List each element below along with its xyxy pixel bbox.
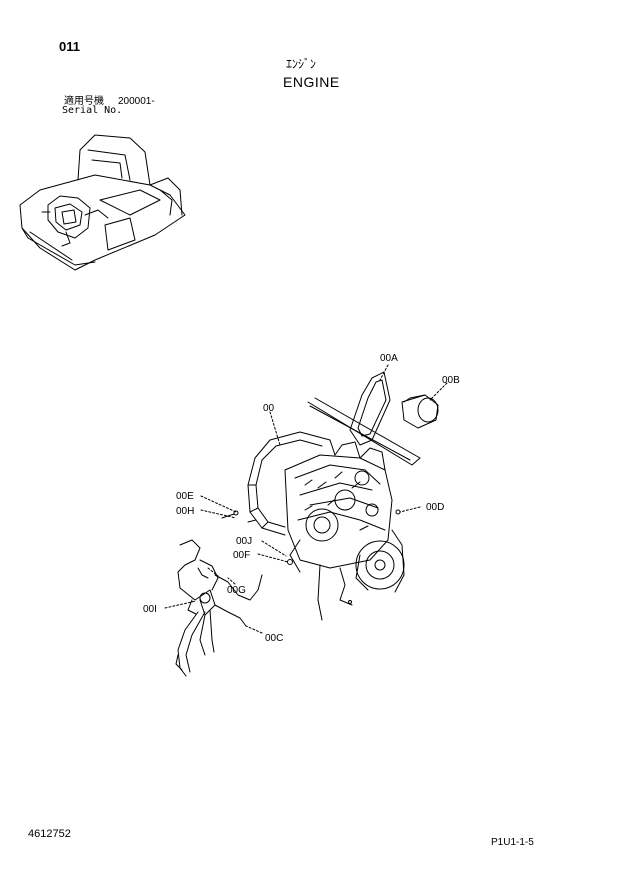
callout-00: 00 <box>263 403 275 414</box>
callout-labels: 00A 00B 00 00E 00H 00D 00J 00F 00G 00I 0… <box>143 353 460 644</box>
callout-00C: 00C <box>265 633 283 644</box>
machine-locator-illustration <box>19 134 186 271</box>
title-english: ENGINE <box>283 74 340 90</box>
page-number: 011 <box>59 39 80 54</box>
title-japanese: ｴﾝｼﾞﾝ <box>286 57 317 71</box>
callout-00J: 00J <box>236 536 252 547</box>
serial-value: 200001- <box>118 96 155 107</box>
callout-00A: 00A <box>380 353 398 364</box>
leader-lines <box>164 364 448 634</box>
callout-00I: 00I <box>143 604 157 615</box>
callout-00D: 00D <box>426 502 444 513</box>
page-code: P1U1-1-5 <box>491 837 534 848</box>
serial-label-japanese: 適用号機 <box>64 96 104 107</box>
v-belt-part <box>307 371 421 466</box>
callout-00G: 00G <box>227 585 246 596</box>
fan-shroud-part <box>247 431 336 536</box>
callout-00H: 00H <box>176 506 194 517</box>
serial-label-english: Serial No. <box>62 105 123 116</box>
wire-harness-part <box>175 539 263 677</box>
callout-00F: 00F <box>233 550 250 561</box>
callout-00E: 00E <box>176 491 194 502</box>
document-number: 4612752 <box>28 828 71 840</box>
engine-body <box>284 441 405 621</box>
callout-00B: 00B <box>442 375 460 386</box>
cover-part <box>401 394 439 429</box>
